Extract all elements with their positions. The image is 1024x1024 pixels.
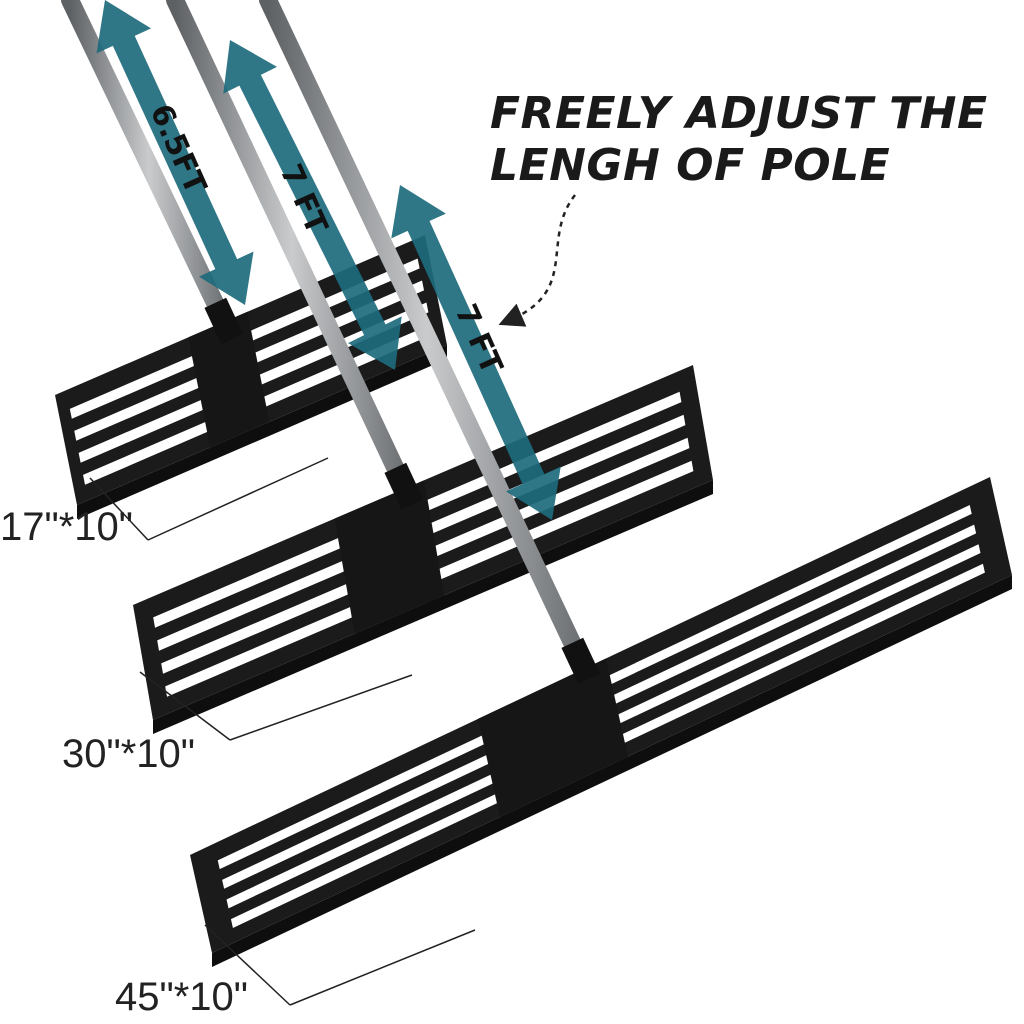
- rake-frame-side: [153, 480, 713, 734]
- size-label-large: 45"*10": [115, 975, 248, 1019]
- double-arrow-icon: [223, 40, 402, 370]
- pole-connector: [384, 462, 424, 510]
- dimension-line: [89, 477, 149, 541]
- rake-frame-side: [212, 575, 1012, 967]
- pole-1: [61, 0, 237, 339]
- pole-connector: [204, 297, 244, 345]
- dimension-line: [289, 929, 476, 1006]
- headline-line-1: FREELY ADJUST THE: [490, 88, 988, 139]
- size-label-small: 17"*10": [0, 505, 133, 549]
- headline-line-2: LENGH OF POLE: [490, 140, 891, 191]
- dimension-line: [147, 457, 329, 541]
- dimension-line: [204, 924, 291, 1006]
- pole-3: [259, 0, 594, 679]
- double-arrow-icon: [391, 185, 561, 520]
- rake-center-bracket: [188, 311, 270, 448]
- dimension-line: [229, 674, 413, 741]
- size-label-medium: 30"*10": [62, 732, 195, 776]
- rake-center-bracket: [478, 658, 628, 817]
- rake-large: [190, 477, 1012, 967]
- rake-center-bracket: [334, 480, 445, 634]
- pole-connector: [561, 637, 601, 685]
- double-arrow-icon: [96, 0, 254, 305]
- headline: FREELY ADJUST THE LENGH OF POLE: [490, 88, 988, 192]
- pole-2: [166, 0, 417, 504]
- dashed-pointer-arrow: [498, 194, 576, 327]
- dimension-line: [139, 671, 231, 741]
